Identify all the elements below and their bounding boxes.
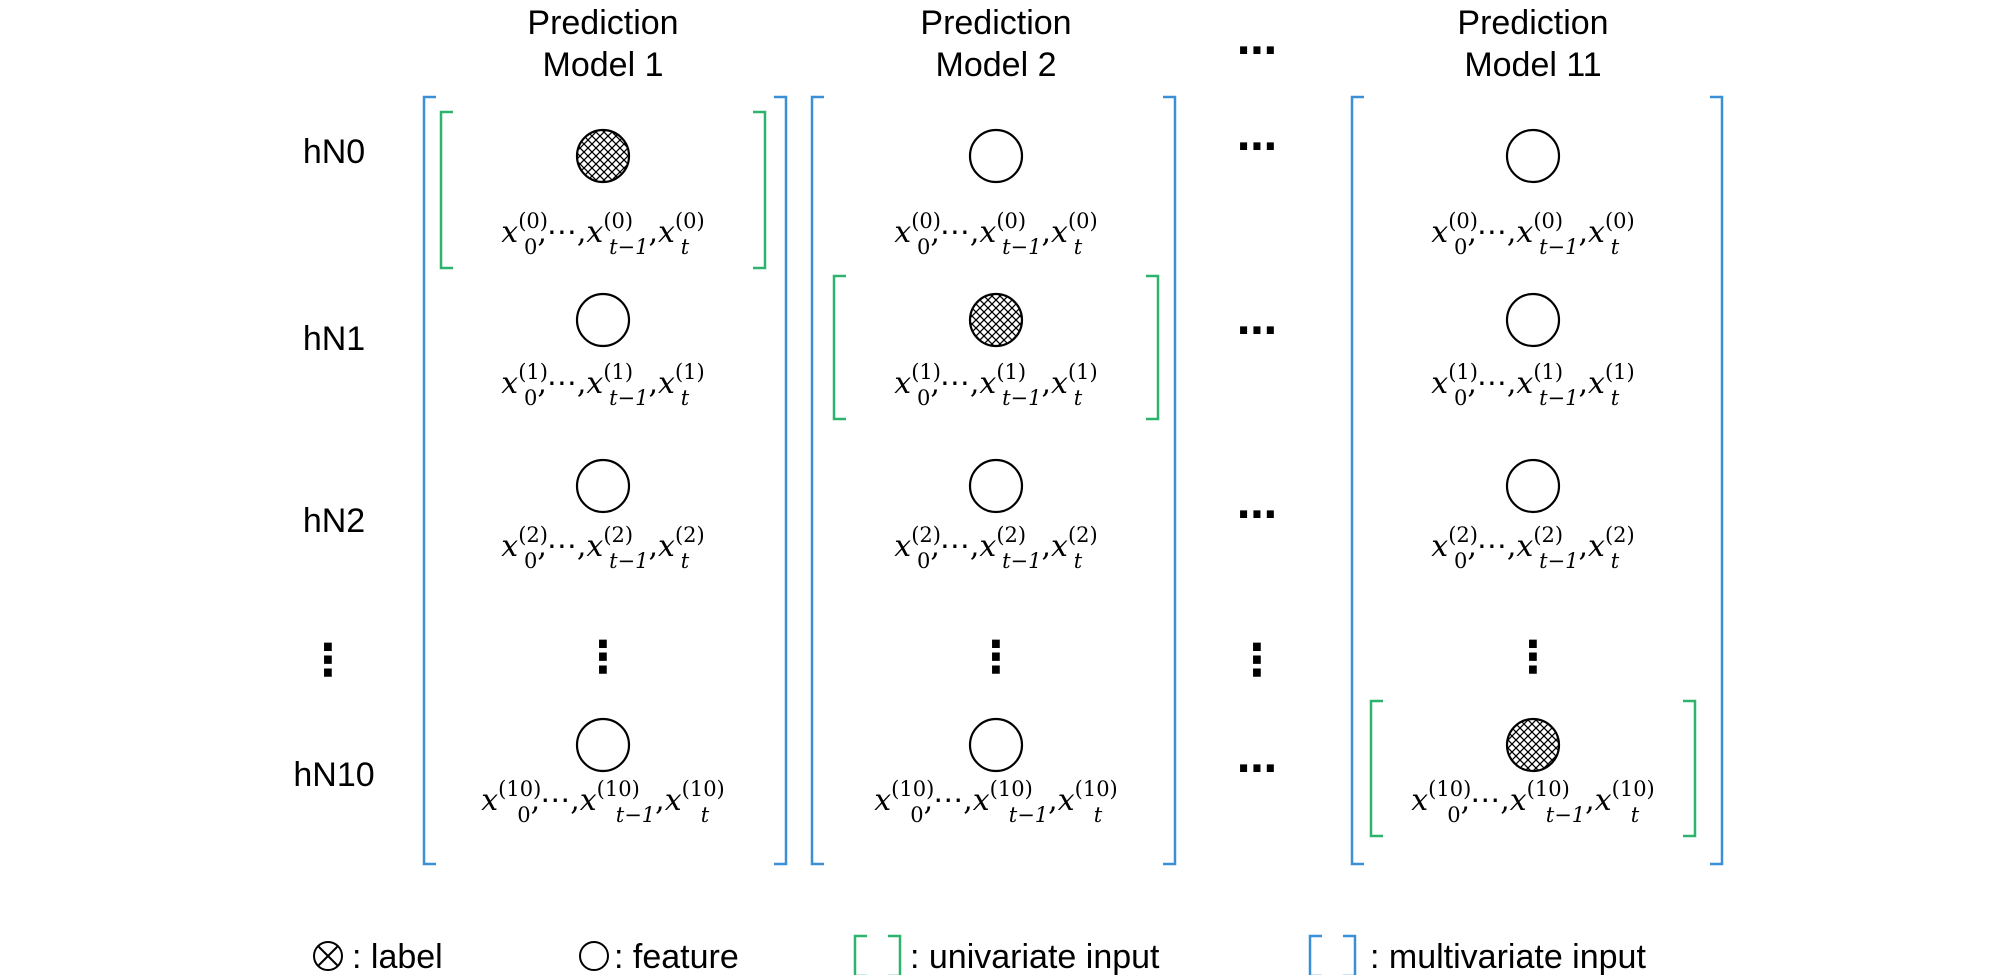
legend-univariate-bracket: [853, 934, 902, 978]
feature-node-icon: [1505, 458, 1561, 514]
row-labels: hN0 hN1 hN2 ⋮ hN10: [293, 133, 374, 794]
node-formula: x(1)0,⋯,x(1)t−1,x(1)t: [1431, 360, 1634, 410]
vertical-ellipsis: ⋮: [974, 633, 1018, 682]
gap-ellipsis-column: ⋯ ⋯ ⋯ ⋯ ⋮ ⋯: [1235, 29, 1279, 791]
feature-node-icon: [968, 128, 1024, 184]
gap-ellipsis-row-0: ⋯: [1237, 125, 1277, 169]
gap-ellipsis-row-4: ⋯: [1237, 747, 1277, 791]
row-label-hn1: hN1: [303, 320, 365, 358]
univariate-bracket-row-0: [439, 110, 767, 270]
legend-multivariate-text: : multivariate input: [1370, 938, 1646, 975]
gap-ellipsis-row-1: ⋯: [1237, 309, 1277, 353]
node-formula: x(10)0,⋯,x(10)t−1,x(10)t: [481, 777, 725, 827]
node-formula: x(1)0,⋯,x(1)t−1,x(1)t: [894, 360, 1097, 410]
feature-node-icon: [575, 458, 631, 514]
row-label-hn10: hN10: [293, 756, 374, 794]
model-11-column: x(0)0,⋯,x(0)t−1,x(0)t x(1)0,⋯,x(1)t−1,x(1…: [1350, 95, 1724, 866]
node-formula: x(0)0,⋯,x(0)t−1,x(0)t: [1431, 209, 1634, 259]
feature-node-icon: [968, 458, 1024, 514]
legend: : label : feature : univariate input : m…: [313, 934, 1646, 978]
legend-label-text: : label: [352, 938, 443, 975]
row-label-hn0: hN0: [303, 133, 365, 171]
node-formula: x(2)0,⋯,x(2)t−1,x(2)t: [501, 523, 704, 573]
model-1-column: x(0)0,⋯,x(0)t−1,x(0)t x(1)0,⋯,x(1)t−1,x(1…: [422, 95, 788, 866]
model-2-multivariate-bracket: [810, 95, 1177, 866]
legend-multivariate-icon: [1308, 934, 1357, 978]
univariate-bracket-row-4: [1369, 699, 1697, 838]
model-2-title-line2: Model 2: [936, 46, 1057, 84]
gap-ellipsis-title: ⋯: [1237, 29, 1277, 73]
model-2-title-line1: Prediction: [920, 4, 1071, 42]
legend-feature-text: : feature: [614, 938, 739, 975]
node-formula: x(1)0,⋯,x(1)t−1,x(1)t: [501, 360, 704, 410]
node-formula: x(0)0,⋯,x(0)t−1,x(0)t: [501, 209, 704, 259]
model-1-title-line1: Prediction: [527, 4, 678, 42]
row-label-hn2: hN2: [303, 502, 365, 540]
node-formula: x(0)0,⋯,x(0)t−1,x(0)t: [894, 209, 1097, 259]
label-node-icon: [575, 128, 631, 184]
row-label-vertical-ellipsis: ⋮: [306, 636, 350, 685]
gap-ellipsis-row-3: ⋮: [1235, 636, 1279, 685]
label-node-icon: [968, 292, 1024, 348]
feature-node-icon: [575, 717, 631, 773]
legend-feature-icon: [579, 941, 609, 971]
label-node-icon: [1505, 717, 1561, 773]
node-formula: x(10)0,⋯,x(10)t−1,x(10)t: [1411, 777, 1655, 827]
model-columns: x(0)0,⋯,x(0)t−1,x(0)t x(1)0,⋯,x(1)t−1,x(1…: [422, 95, 1724, 866]
vertical-ellipsis: ⋮: [581, 633, 625, 682]
model-11-multivariate-bracket: [1350, 95, 1724, 866]
legend-univariate-icon: [853, 934, 902, 978]
univariate-bracket-row-1: [832, 274, 1160, 421]
model-11-title-line2: Model 11: [1464, 46, 1601, 84]
feature-node-icon: [1505, 128, 1561, 184]
model-2-column: x(0)0,⋯,x(0)t−1,x(0)t x(1)0,⋯,x(1)t−1,x(1…: [810, 95, 1177, 866]
model-1-title-line2: Model 1: [543, 46, 664, 84]
legend-univariate-text: : univariate input: [910, 938, 1160, 975]
model-titles: Prediction Model 1 Prediction Model 2 Pr…: [527, 4, 1608, 84]
gap-ellipsis-row-2: ⋯: [1237, 493, 1277, 537]
legend-label-icon: [313, 941, 343, 971]
node-formula: x(2)0,⋯,x(2)t−1,x(2)t: [1431, 523, 1634, 573]
vertical-ellipsis: ⋮: [1511, 633, 1555, 682]
legend-multivariate-bracket: [1308, 934, 1357, 978]
model-11-title-line1: Prediction: [1457, 4, 1608, 42]
feature-node-icon: [1505, 292, 1561, 348]
feature-node-icon: [575, 292, 631, 348]
model-1-multivariate-bracket: [422, 95, 788, 866]
node-formula: x(10)0,⋯,x(10)t−1,x(10)t: [874, 777, 1118, 827]
node-formula: x(2)0,⋯,x(2)t−1,x(2)t: [894, 523, 1097, 573]
feature-node-icon: [968, 717, 1024, 773]
